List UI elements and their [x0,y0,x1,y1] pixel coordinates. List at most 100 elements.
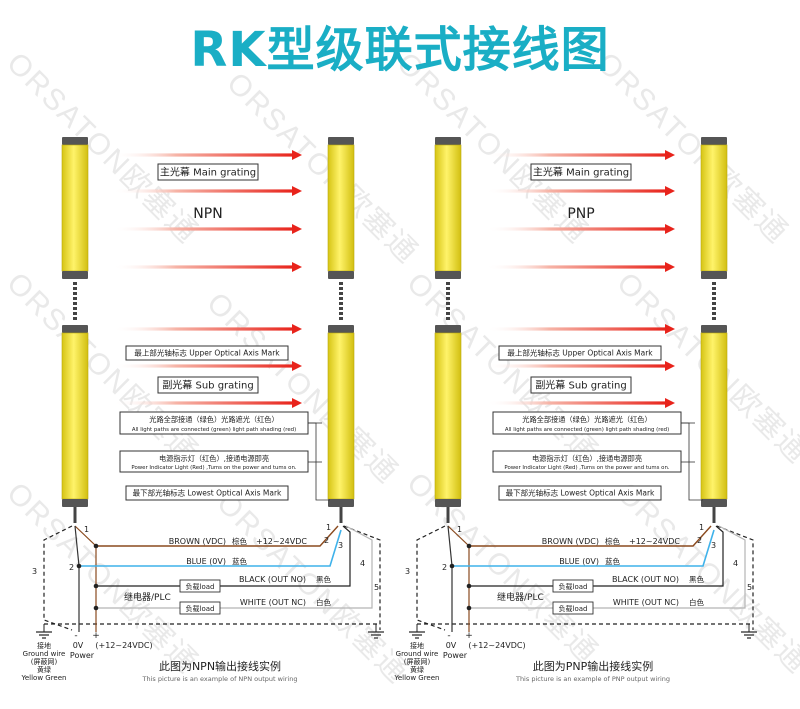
main-receiver-cap-top [328,137,354,145]
power-ind-cn: 电源指示灯（红色）,接通电源即亮 [159,454,269,463]
light-beam [486,189,667,193]
page-title: RK型级联式接线图 [190,22,610,78]
wire-number: 4 [360,559,365,568]
wire-number: 2 [442,563,447,572]
sub-emitter-cap-top [62,325,88,333]
main-grating-label-box [530,163,632,181]
light-beam [486,265,667,269]
wire-number: 3 [405,567,410,576]
light-path-en: All light paths are connected (green) li… [132,427,296,433]
black-cn: 黑色 [316,574,331,584]
ground-en2: Yellow Green [21,674,67,682]
upper-axis-label-box [498,345,662,361]
beam-arrowhead [665,224,675,234]
brown-label: BROWN (VDC) [169,537,226,546]
sub-grating-label: 副光幕 Sub grating [535,379,626,392]
light-beam [113,401,294,405]
wire-blue-emitter [74,525,80,632]
power-voltage: (+12~24VDC) [468,641,525,650]
brown-voltage: +12~24VDC [256,537,307,546]
wire-number: 5 [747,583,752,592]
wire-blue [79,529,342,567]
beam-arrowhead [665,398,675,408]
light-beam [113,153,294,157]
beam-arrowhead [665,150,675,160]
mode-label: NPN [193,206,222,222]
beam-arrowhead [292,262,302,272]
caption-en: This picture is an example of NPN output… [142,675,298,683]
ground-cn2: (屏蔽网) [31,657,58,666]
main-emitter-cap-top [435,137,461,145]
power-ind-en: Power Indicator Light (Red) ,Tums on the… [504,465,669,471]
beam-arrowhead [665,186,675,196]
load-box [179,579,221,593]
sub-receiver-cap-top [328,325,354,333]
beam-arrowhead [292,324,302,334]
beam-arrowhead [292,361,302,371]
wire-blue [452,529,715,567]
white-label: WHITE (OUT NC) [613,598,679,607]
wire-number: 3 [338,541,343,550]
wire-number: 5 [374,583,379,592]
main-receiver-body [700,144,728,272]
wire-white [96,525,373,609]
callout-pointer [681,422,703,501]
power-ind-box [119,450,309,473]
brown-cn: 棕色 [605,536,620,546]
light-beam [113,227,294,231]
junction-dot [466,543,472,549]
brown-label: BROWN (VDC) [542,537,599,546]
wire-number: 1 [326,523,331,532]
main-emitter-body [61,144,89,272]
load-label: 负载load [559,582,588,591]
sub-receiver-cap-top [701,325,727,333]
junction-dot [93,605,99,611]
sub-receiver-body [327,332,355,500]
junction-dot [449,563,455,569]
wire-number: 1 [699,523,704,532]
sub-emitter-cap-bottom [435,499,461,507]
wire-blue-emitter [447,525,453,632]
load-label: 负载load [559,604,588,613]
light-beam [486,401,667,405]
sub-receiver-body [700,332,728,500]
power-label: Power [70,651,95,660]
relay-label: 继电器/PLC [497,591,544,603]
sub-grating-label-box [530,376,632,394]
load-label: 负载load [186,604,215,613]
zero-v-label: 0V [73,641,84,650]
wire-number: 2 [324,536,329,545]
main-emitter-cap-bottom [435,271,461,279]
beam-arrowhead [292,224,302,234]
main-grating-label: 主光幕 Main grating [533,166,629,179]
wire-number: 4 [733,559,738,568]
ground-cn3: 黄绿 [410,665,424,674]
wire-number: 1 [84,525,89,534]
lowest-axis-label-box [498,485,662,501]
main-grating-label: 主光幕 Main grating [160,166,256,179]
wire-brown [469,525,712,547]
ground-cn: 接地 [37,641,51,650]
zero-v-label: 0V [446,641,457,650]
wire-white [469,525,746,609]
junction-dot [93,543,99,549]
load-label: 负载load [186,582,215,591]
wire-black [469,525,724,587]
light-beam [113,189,294,193]
light-beam [113,265,294,269]
wire-number: 3 [711,541,716,550]
minus-sign: - [74,631,77,641]
wire-number: 1 [457,525,462,534]
white-cn: 白色 [689,597,704,607]
light-path-cn: 光路全部接通（绿色）光路遮光（红色） [149,415,278,424]
junction-dot [466,605,472,611]
white-cn: 白色 [316,597,331,607]
caption-cn: 此图为NPN输出接线实例 [159,659,281,673]
wire-black [96,525,351,587]
light-beam [113,327,294,331]
load-box [552,579,594,593]
beam-arrowhead [292,398,302,408]
ground-en2: Yellow Green [394,674,440,682]
